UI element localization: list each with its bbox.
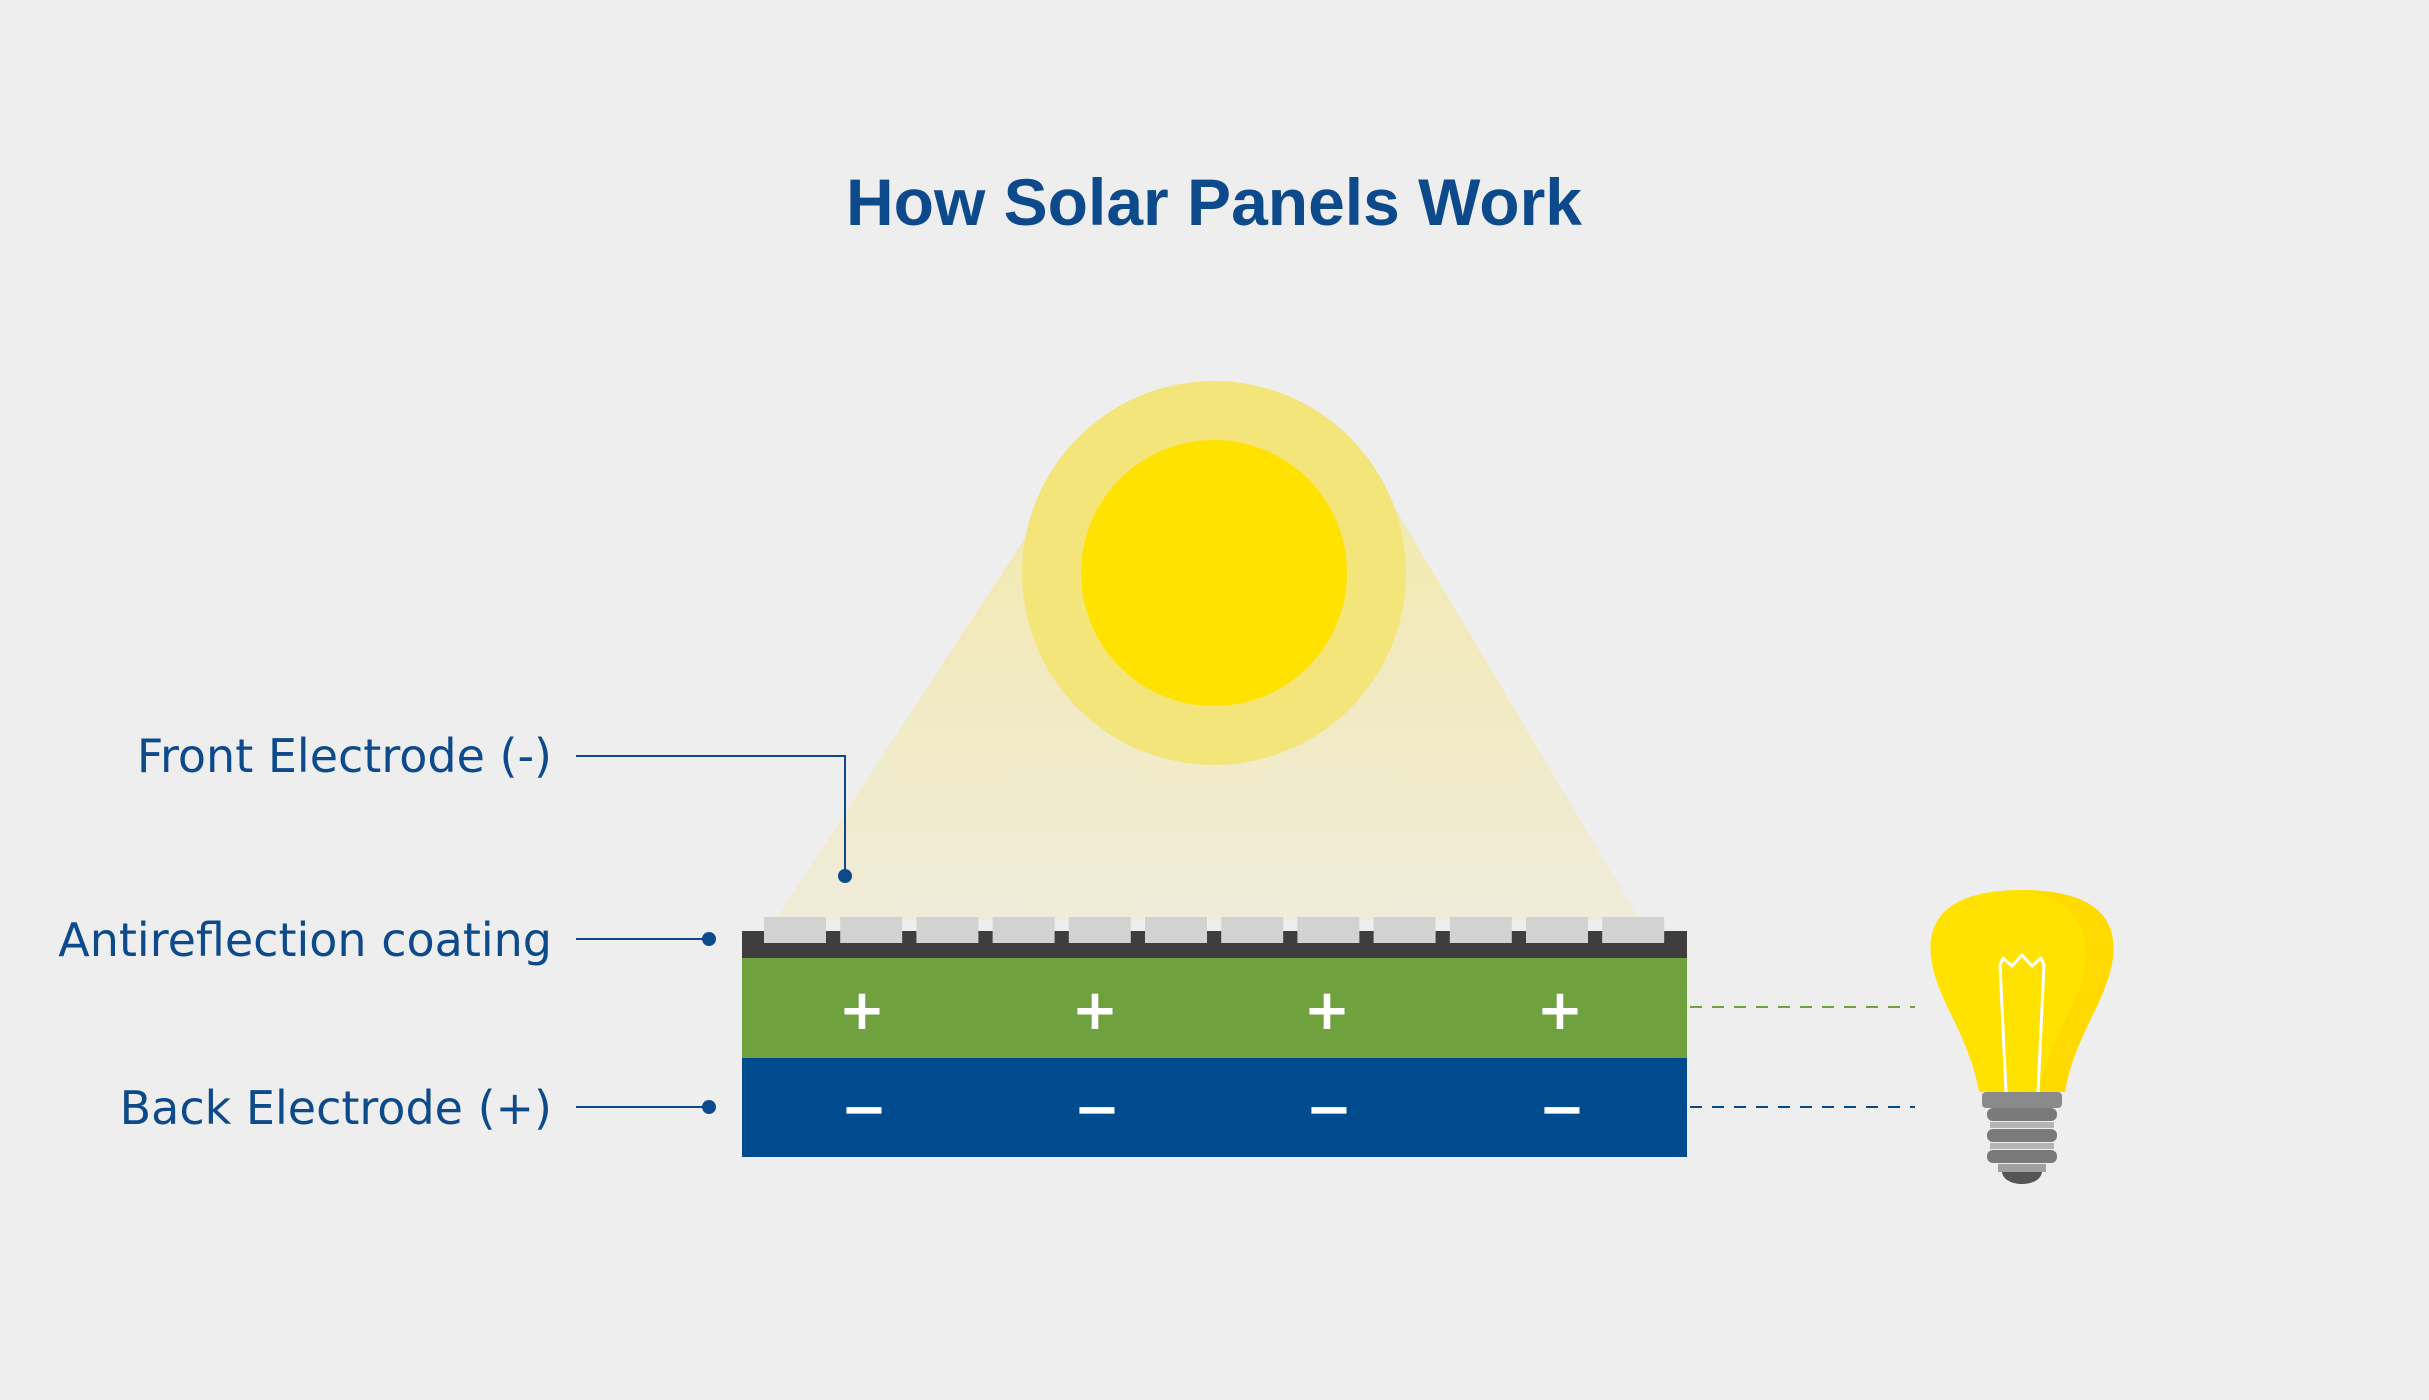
front-electrode-cell xyxy=(1602,917,1665,943)
negative-charge: − xyxy=(1074,1077,1121,1142)
front-electrode-cell xyxy=(1297,917,1360,943)
front-electrode-cell xyxy=(840,917,903,943)
n-type-layer xyxy=(742,1058,1687,1157)
label-back-electrode: Back Electrode (+) xyxy=(120,1081,552,1135)
front-electrode-cell xyxy=(1526,917,1588,943)
page-title: How Solar Panels Work xyxy=(846,165,1582,239)
leader-line-front-electrode xyxy=(576,755,852,883)
negative-charge: − xyxy=(1539,1077,1586,1142)
front-electrode-cell xyxy=(1221,917,1284,943)
positive-charge: + xyxy=(1072,978,1119,1043)
p-type-layer xyxy=(742,958,1687,1058)
negative-charge: − xyxy=(841,1077,888,1142)
positive-charge: + xyxy=(1304,978,1351,1043)
positive-charge: + xyxy=(1537,978,1584,1043)
front-electrode-cell xyxy=(764,917,826,943)
front-electrode-cell xyxy=(1068,917,1131,943)
front-electrode-cell xyxy=(1449,917,1512,943)
leader-line-back-electrode xyxy=(576,1100,716,1114)
front-electrode-cells xyxy=(764,917,1665,943)
front-electrode-cell xyxy=(992,917,1055,943)
sun-icon xyxy=(1081,440,1347,706)
leader-line-antireflection xyxy=(576,932,716,946)
front-electrode-cell xyxy=(1373,917,1436,943)
negative-charge: − xyxy=(1306,1077,1353,1142)
light-bulb-icon xyxy=(1930,890,2114,1184)
label-front-electrode: Front Electrode (-) xyxy=(137,729,552,783)
front-electrode-cell xyxy=(1145,917,1207,943)
front-electrode-cell xyxy=(916,917,979,943)
positive-charge: + xyxy=(839,978,886,1043)
label-antireflection-coating: Antireflection coating xyxy=(58,913,552,967)
